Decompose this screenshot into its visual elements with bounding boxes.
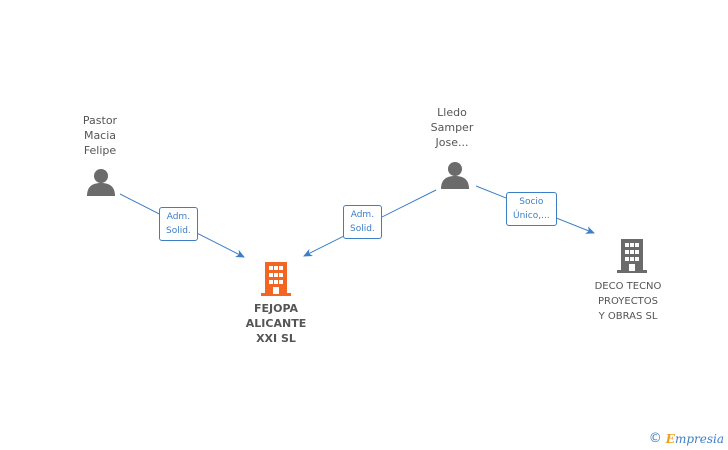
node-label-line: Macia [83,129,117,142]
brand-logo: Empresia [666,432,724,446]
node-label-line: Samper [430,121,474,134]
edge-label-line: Adm. [166,212,191,222]
copyright-symbol: © [648,431,662,446]
edge-label-lledo-deco[interactable]: Socio Único,... [506,192,557,226]
brand-initial: E [665,431,675,446]
node-label-line: XXI SL [256,332,296,345]
footer-brand: © Empresia [649,431,724,446]
person-icon[interactable] [440,161,470,189]
edge-label-line: Solid. [350,224,375,234]
node-label-deco[interactable]: DECO TECNO PROYECTOS Y OBRAS SL [583,279,673,324]
edge-label-line: Solid. [166,226,191,236]
node-label-line: ALICANTE [245,317,307,330]
node-label-fejopa[interactable]: FEJOPA ALICANTE XXI SL [236,301,316,346]
building-icon[interactable] [617,239,647,273]
edge-label-lledo-fejopa[interactable]: Adm. Solid. [343,205,382,239]
node-label-line: DECO TECNO [594,281,662,292]
node-label-line: PROYECTOS [597,296,659,307]
node-label-line: Jose... [435,136,469,149]
node-label-lledo[interactable]: Lledo Samper Jose... [422,105,482,150]
edge-label-line: Adm. [350,210,375,220]
edge-label-pastor-fejopa[interactable]: Adm. Solid. [159,207,198,241]
node-label-line: Felipe [83,144,117,157]
building-icon[interactable] [261,262,291,296]
node-label-line: Pastor [82,114,118,127]
edge-label-line: Socio [519,197,544,207]
node-label-line: Y OBRAS SL [598,311,658,322]
node-label-pastor[interactable]: Pastor Macia Felipe [70,113,130,158]
node-label-line: Lledo [437,106,467,119]
person-icon[interactable] [86,168,116,196]
brand-name: mpresia [674,431,724,446]
node-label-line: FEJOPA [253,302,299,315]
edge-label-line: Único,... [513,211,550,221]
